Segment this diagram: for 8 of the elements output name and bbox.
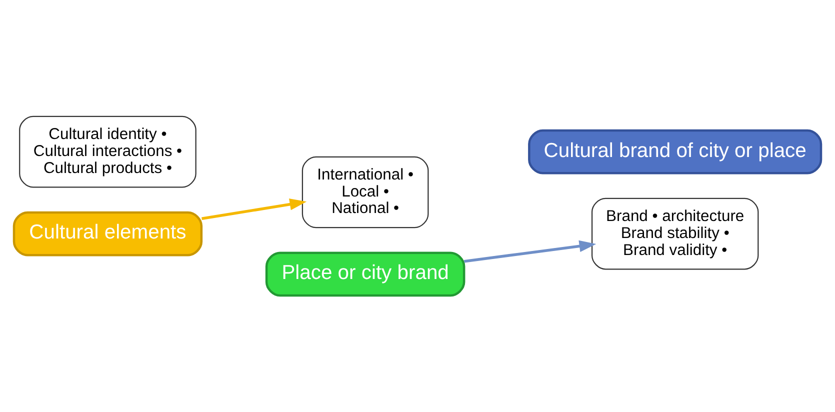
node-box: Cultural brand of city or place <box>528 129 822 174</box>
node-box: Cultural identity • Cultural interactions • Cultural products • <box>19 116 196 188</box>
arrow <box>464 240 596 263</box>
node-box: Place or city brand <box>265 252 466 297</box>
node-box: Brand • architecture Brand stability • Brand validity • <box>591 198 759 270</box>
node-box: International • Local • National • <box>302 156 429 228</box>
arrow <box>202 198 307 220</box>
node-box: Cultural elements <box>12 211 203 256</box>
